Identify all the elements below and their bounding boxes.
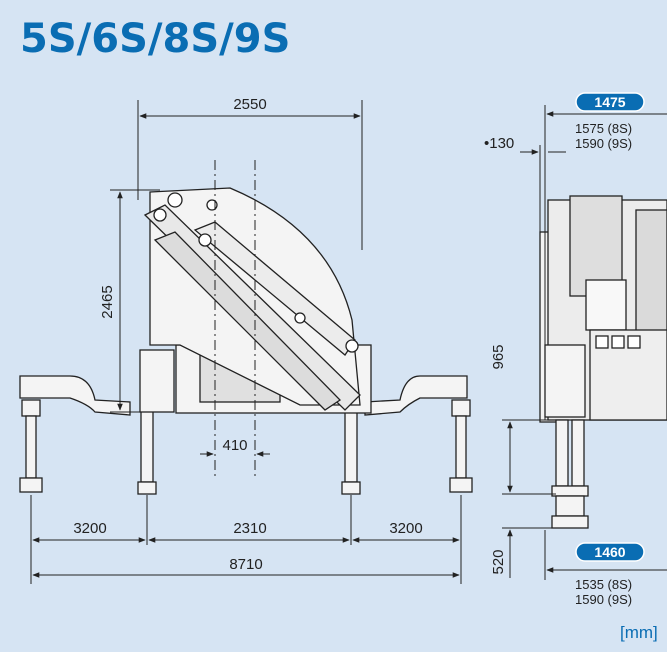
pivot-2 (198, 233, 212, 247)
bottom-width-badge (575, 542, 645, 562)
rear-leg-1 (555, 419, 569, 487)
pivot-3 (153, 208, 167, 222)
pivot-1 (167, 192, 183, 208)
rear-boom (635, 209, 667, 351)
rear-column (569, 195, 623, 297)
rear-leg-2 (571, 419, 585, 487)
dim-span-center: 2310 (233, 520, 266, 537)
control-box (139, 349, 175, 413)
rear-valve-block (585, 279, 627, 331)
dim-span-right: 3200 (389, 520, 422, 537)
top-width-9s: 1590 (9S) (575, 136, 632, 151)
rear-side-box (544, 344, 586, 418)
inner-right-leg (344, 409, 358, 483)
unit-label: [mm] (620, 623, 658, 642)
bottom-width-8s: 1535 (8S) (575, 577, 632, 592)
dim-span-left: 3200 (73, 520, 106, 537)
inner-left-leg (140, 409, 154, 483)
outer-boom (153, 231, 342, 411)
rear-view-crane (539, 195, 667, 529)
dim-overall-width: 2550 (233, 96, 266, 113)
rear-dimension-lines (502, 105, 667, 580)
bottom-width-badge-label: 1460 (594, 544, 625, 560)
left-foot (19, 477, 43, 493)
dim-offset: 410 (222, 437, 247, 454)
right-outrigger-beam (364, 375, 468, 416)
pivot-4 (294, 312, 306, 324)
pivot-5 (345, 339, 359, 353)
dim-total-span: 8710 (229, 556, 262, 573)
rear-leg-lower (555, 495, 585, 517)
right-foot (449, 477, 473, 493)
dim-height-520: 520 (490, 549, 507, 574)
inner-left-foot (137, 481, 157, 495)
center-lines (214, 160, 256, 478)
top-width-8s: 1575 (8S) (575, 121, 632, 136)
dim-height: 2465 (99, 285, 116, 318)
inner-right-foot (341, 481, 361, 495)
right-leg-head (451, 399, 471, 417)
boom-cylinder (193, 221, 356, 356)
left-outrigger-beam (19, 375, 131, 416)
left-leg-head (21, 399, 41, 417)
dim-height-965: 965 (490, 344, 507, 369)
top-width-badge (575, 92, 645, 112)
rear-foot-upper (551, 485, 589, 497)
rear-offset-130: •130 (484, 135, 514, 152)
right-leg (455, 415, 467, 479)
bottom-width-9s: 1590 (9S) (575, 592, 632, 607)
top-width-badge-label: 1475 (594, 94, 625, 110)
side-dimension-lines (30, 100, 462, 584)
rear-foot-lower (551, 515, 589, 529)
left-leg (25, 415, 37, 479)
page-title: 5S/6S/8S/9S (20, 16, 291, 62)
side-view-crane (19, 187, 473, 495)
